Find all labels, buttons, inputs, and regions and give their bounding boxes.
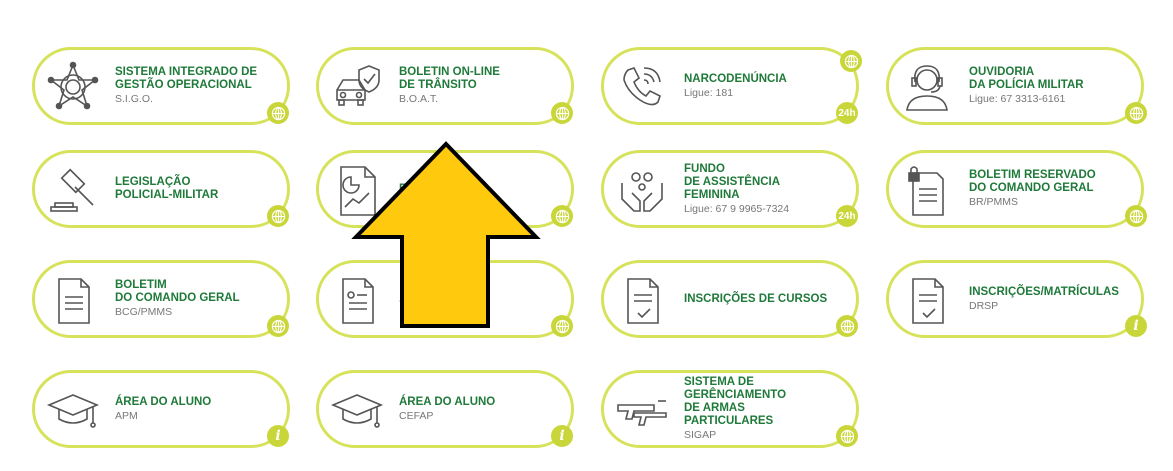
card-ouvidoria[interactable]: OUVIDORIA DA POLÍCIA MILITAR Ligue: 67 3… — [886, 47, 1147, 125]
info-icon: i — [267, 425, 289, 447]
globe-icon — [836, 315, 858, 337]
phone-icon — [614, 60, 670, 116]
globe-icon — [551, 205, 573, 227]
card-title: BOLETIN ON-LINE DE TRÂNSITO — [399, 66, 500, 91]
checked-document-icon — [614, 273, 670, 329]
card-subtitle: CEFAP — [399, 409, 434, 422]
card-fundo-assistencia[interactable]: FUNDO DE ASSISTÊNCIA FEMININA Ligue: 67 … — [601, 150, 859, 228]
checked-document-icon — [899, 273, 955, 329]
guns-icon — [614, 383, 670, 439]
info-icon: i — [1125, 315, 1147, 337]
car-shield-icon — [329, 60, 385, 116]
card-title: LEGISLAÇÃO POLICIAL-MILITAR — [115, 176, 219, 201]
card-subtitle: B.O.A.T. — [399, 93, 439, 105]
graduation-cap-icon — [45, 383, 101, 439]
card-title: FUNDO DE ASSISTÊNCIA FEMININA — [684, 162, 780, 201]
card-title: ÁREA DO ALUNO — [399, 395, 496, 408]
globe-icon — [267, 315, 289, 337]
globe-icon — [1125, 102, 1147, 124]
card-title: BOLETIM DO COMANDO GERAL — [115, 279, 240, 304]
globe-icon — [267, 205, 289, 227]
card-narcodenuncia[interactable]: NARCODENÚNCIA Ligue: 181 24h — [601, 47, 862, 125]
globe-icon — [836, 425, 858, 447]
card-inscricoes-cursos[interactable]: INSCRIÇÕES DE CURSOS — [601, 260, 859, 338]
card-subtitle: S.I.G.O. — [115, 93, 153, 105]
gavel-icon — [45, 163, 101, 219]
24h-badge: 24h — [836, 205, 858, 227]
card-subtitle: SIGAP — [684, 429, 717, 441]
graduation-cap-icon — [329, 383, 385, 439]
card-legislacao[interactable]: LEGISLAÇÃO POLICIAL-MILITAR — [32, 150, 290, 228]
card-subtitle: APM — [115, 409, 138, 422]
card-boletim-reservado[interactable]: BOLETIM RESERVADO DO COMANDO GERAL BR/PM… — [886, 150, 1147, 228]
card-boat[interactable]: BOLETIN ON-LINE DE TRÂNSITO B.O.A.T. — [316, 47, 574, 125]
card-boletim-comando-geral[interactable]: BOLETIM DO COMANDO GERAL BCG/PMMS — [32, 260, 290, 338]
card-title: OUVIDORIA DA POLÍCIA MILITAR — [969, 66, 1084, 91]
globe-icon — [267, 102, 289, 124]
hands-family-icon — [614, 163, 670, 219]
card-subtitle: BR/PMMS — [969, 196, 1019, 208]
card-area-aluno-cefap[interactable]: ÁREA DO ALUNO CEFAP i — [316, 370, 574, 448]
sigo-star-icon — [45, 60, 101, 116]
globe-icon — [840, 50, 862, 72]
card-title: ÁREA DO ALUNO — [115, 395, 212, 408]
globe-icon — [551, 102, 573, 124]
statistics-document-icon — [329, 163, 385, 219]
card-sigap[interactable]: SISTEMA DE GERÊNCIAMENTO DE ARMAS PARTIC… — [601, 370, 859, 448]
card-title: INSCRIÇÕES DE CURSOS — [684, 292, 828, 305]
id-document-icon — [329, 273, 385, 329]
card-subtitle: DRSP — [969, 299, 999, 312]
locked-document-icon — [899, 163, 955, 219]
card-title: SISTEMA INTEGRADO DE GESTÃO OPERACIONAL — [115, 66, 258, 91]
card-area-aluno-apm[interactable]: ÁREA DO ALUNO APM i — [32, 370, 290, 448]
card-subtitle: Ligue: 181 — [684, 86, 734, 99]
card-subtitle: BCG/PMMS — [115, 306, 173, 318]
card-title: NARCODENÚNCIA — [684, 72, 787, 85]
card-title: SISTEMA DE GERÊNCIAMENTO DE ARMAS PARTIC… — [684, 376, 787, 427]
card-subtitle: Ligue: 67 3313-6161 — [969, 93, 1066, 105]
card-title: INSCRIÇÕES/MATRÍCULAS — [969, 285, 1119, 298]
card-subtitle: Ligue: 67 9 9965-7324 — [684, 202, 790, 215]
globe-icon — [1125, 205, 1147, 227]
globe-icon — [551, 315, 573, 337]
card-title: BOLETIM RESERVADO DO COMANDO GERAL — [969, 169, 1096, 194]
info-icon: i — [551, 425, 573, 447]
card-sigo[interactable]: SISTEMA INTEGRADO DE GESTÃO OPERACIONAL … — [32, 47, 290, 125]
headset-operator-icon — [899, 60, 955, 116]
card-inscricoes-matriculas[interactable]: INSCRIÇÕES/MATRÍCULAS DRSP i — [886, 260, 1147, 338]
document-icon — [45, 273, 101, 329]
24h-badge: 24h — [836, 102, 858, 124]
